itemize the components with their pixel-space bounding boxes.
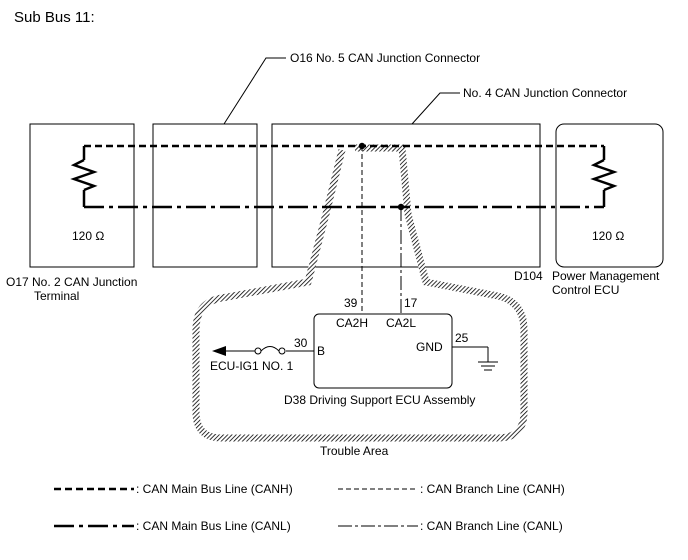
- ca2h-pin-number: 39: [344, 296, 358, 310]
- o17-junction-terminal-box: [29, 123, 135, 268]
- d104-power-management-ecu-box: [555, 123, 664, 268]
- diagram-title: Sub Bus 11:: [14, 9, 95, 26]
- power-supply-arrow-icon: [212, 346, 226, 356]
- legend-canl-main-label: : CAN Main Bus Line (CANL): [136, 519, 291, 533]
- no4-callout-line: [411, 92, 460, 125]
- left-resistor-symbol: [70, 146, 98, 207]
- d104-label-line2: Control ECU: [552, 283, 619, 297]
- o16-callout-line: [223, 57, 286, 125]
- legend-canh-main-label: : CAN Main Bus Line (CANH): [136, 482, 293, 496]
- b-pin-number: 30: [294, 336, 308, 350]
- d104-code-label: D104: [514, 269, 543, 283]
- left-resistor-value: 120 Ω: [72, 229, 104, 243]
- ca2l-pin-number: 17: [404, 296, 418, 310]
- gnd-pin-number: 25: [455, 331, 469, 345]
- o17-label-line2: Terminal: [34, 289, 79, 303]
- ca2l-pin-label: CA2L: [386, 316, 416, 330]
- trouble-area-band-inner: [304, 144, 430, 283]
- trouble-area-outline: [192, 144, 528, 442]
- legend-canl-branch-label: : CAN Branch Line (CANL): [420, 519, 563, 533]
- d104-label-line1: Power Management: [552, 269, 660, 283]
- trouble-area-label: Trouble Area: [320, 444, 389, 458]
- ca2h-pin-label: CA2H: [336, 316, 368, 330]
- no4-label: No. 4 CAN Junction Connector: [463, 86, 627, 100]
- o16-junction-connector-box: [152, 123, 258, 268]
- fuse-label: ECU-IG1 NO. 1: [210, 359, 294, 373]
- o17-label-line1: O17 No. 2 CAN Junction: [6, 275, 137, 289]
- right-resistor-symbol: [590, 146, 618, 207]
- legend-canh-branch-label: : CAN Branch Line (CANH): [420, 482, 565, 496]
- ground-icon: [452, 346, 498, 371]
- b-pin-label: B: [317, 344, 325, 358]
- o16-label: O16 No. 5 CAN Junction Connector: [290, 51, 480, 65]
- d38-ecu-label: D38 Driving Support ECU Assembly: [284, 393, 475, 407]
- gnd-pin-label: GND: [416, 340, 443, 354]
- power-supply-line: [226, 346, 314, 355]
- right-resistor-value: 120 Ω: [592, 229, 624, 243]
